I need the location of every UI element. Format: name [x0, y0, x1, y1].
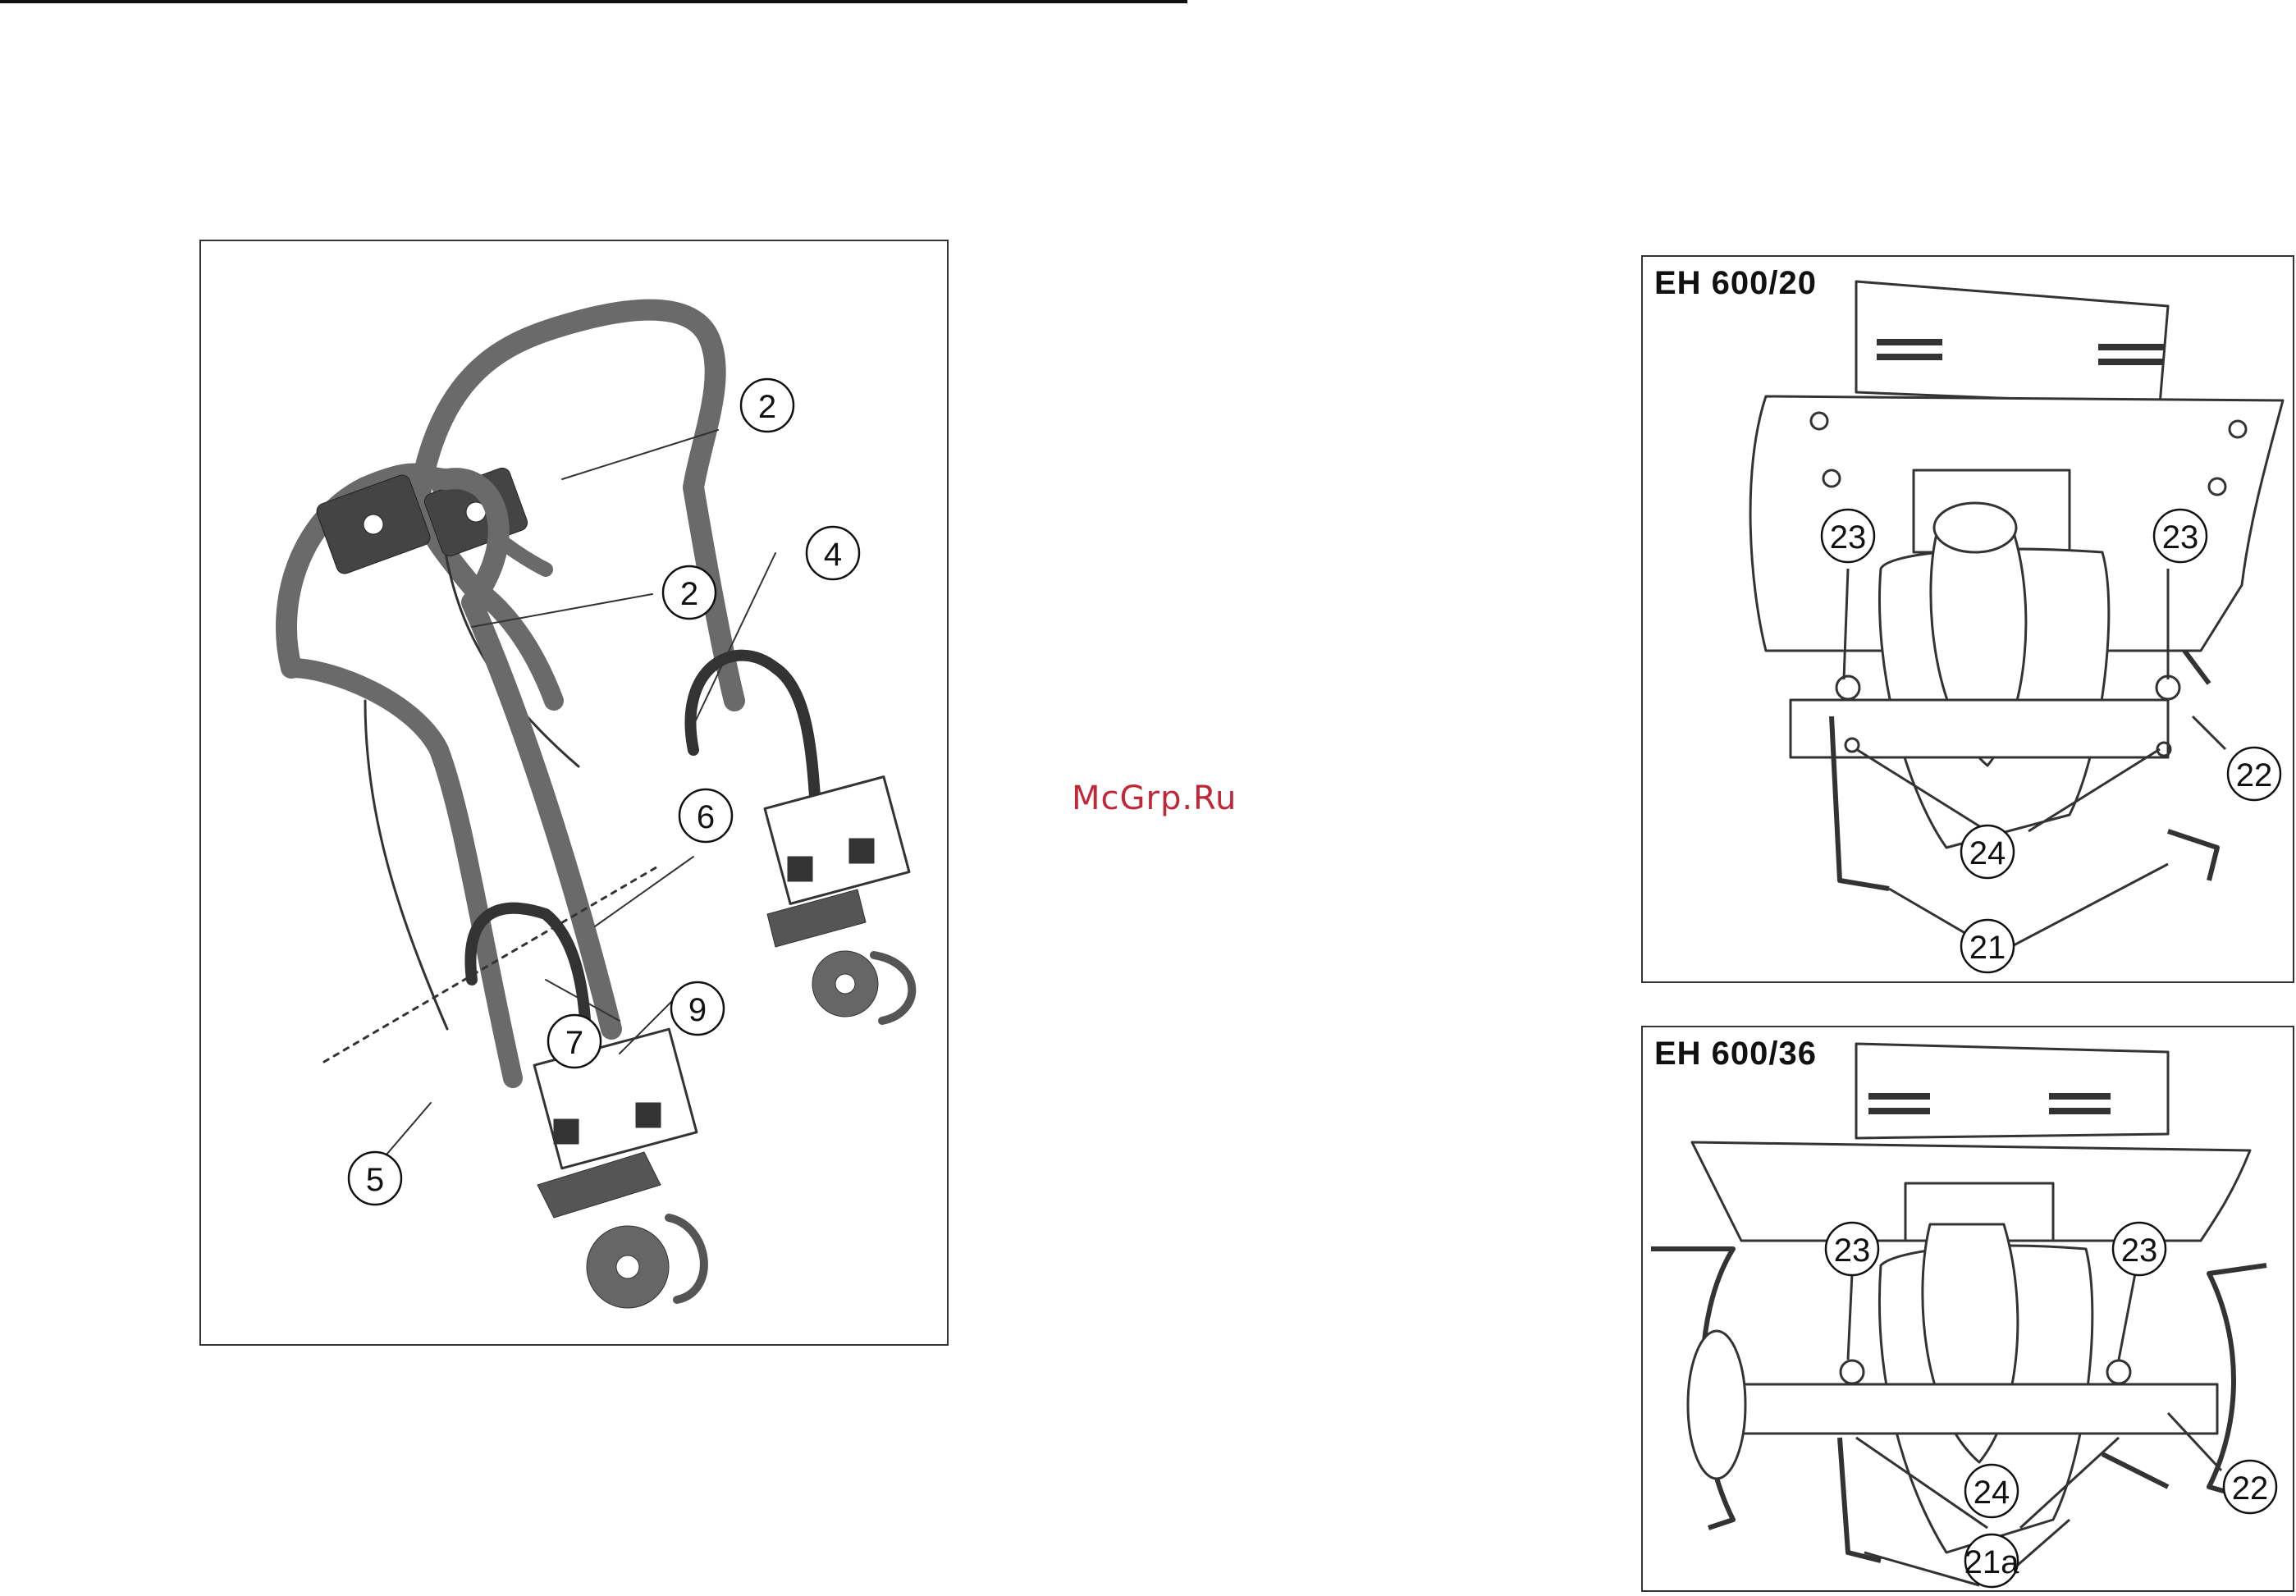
- callout-21a: 21a: [1964, 1534, 2019, 1587]
- callout-24: 24: [1965, 1465, 2018, 1517]
- svg-text:22: 22: [2236, 757, 2273, 793]
- callout-2-upper: 2: [741, 379, 794, 432]
- svg-text:23: 23: [1834, 1232, 1871, 1269]
- svg-text:21a: 21a: [1964, 1544, 2019, 1580]
- callout-4: 4: [807, 527, 859, 579]
- callout-22: 22: [2228, 748, 2280, 800]
- watermark: McGrp.Ru: [1072, 780, 1237, 817]
- svg-text:2: 2: [758, 389, 776, 425]
- svg-text:5: 5: [366, 1162, 384, 1198]
- svg-text:2: 2: [680, 576, 698, 612]
- figure-eh-600-20: EH 600/20: [1641, 255, 2294, 983]
- svg-text:23: 23: [1830, 519, 1867, 556]
- callout-5: 5: [349, 1152, 401, 1205]
- callout-23-right: 23: [2154, 510, 2207, 562]
- figure-handle-assembly: 2 4 2 6 7 9 5: [199, 240, 949, 1346]
- callout-9: 9: [671, 982, 724, 1035]
- figure-eh-600-36: EH 600/36: [1641, 1026, 2294, 1592]
- svg-text:23: 23: [2162, 519, 2199, 556]
- svg-text:9: 9: [688, 992, 707, 1028]
- svg-text:22: 22: [2232, 1470, 2269, 1507]
- callout-23-right: 23: [2113, 1223, 2166, 1275]
- tine-assembly-drawing-20: 23 23 22 24 21: [1643, 257, 2293, 981]
- callout-23-left: 23: [1826, 1223, 1878, 1275]
- handle-assembly-drawing: 2 4 2 6 7 9 5: [201, 241, 947, 1344]
- svg-text:4: 4: [824, 537, 842, 573]
- callout-6: 6: [679, 789, 732, 842]
- svg-text:24: 24: [1969, 835, 2006, 871]
- svg-text:21: 21: [1969, 930, 2006, 966]
- top-rule: [0, 0, 1187, 3]
- callout-22: 22: [2224, 1461, 2276, 1513]
- svg-text:24: 24: [1974, 1475, 2010, 1511]
- callout-23-left: 23: [1822, 510, 1874, 562]
- svg-text:23: 23: [2121, 1232, 2158, 1269]
- svg-text:7: 7: [565, 1025, 583, 1061]
- callout-2-lower: 2: [663, 566, 716, 619]
- callout-21: 21: [1961, 920, 2014, 972]
- callout-24: 24: [1961, 825, 2014, 878]
- svg-text:6: 6: [697, 799, 715, 835]
- callout-7: 7: [548, 1015, 601, 1068]
- tine-assembly-drawing-36: 23 23 22 24 21a: [1643, 1027, 2293, 1590]
